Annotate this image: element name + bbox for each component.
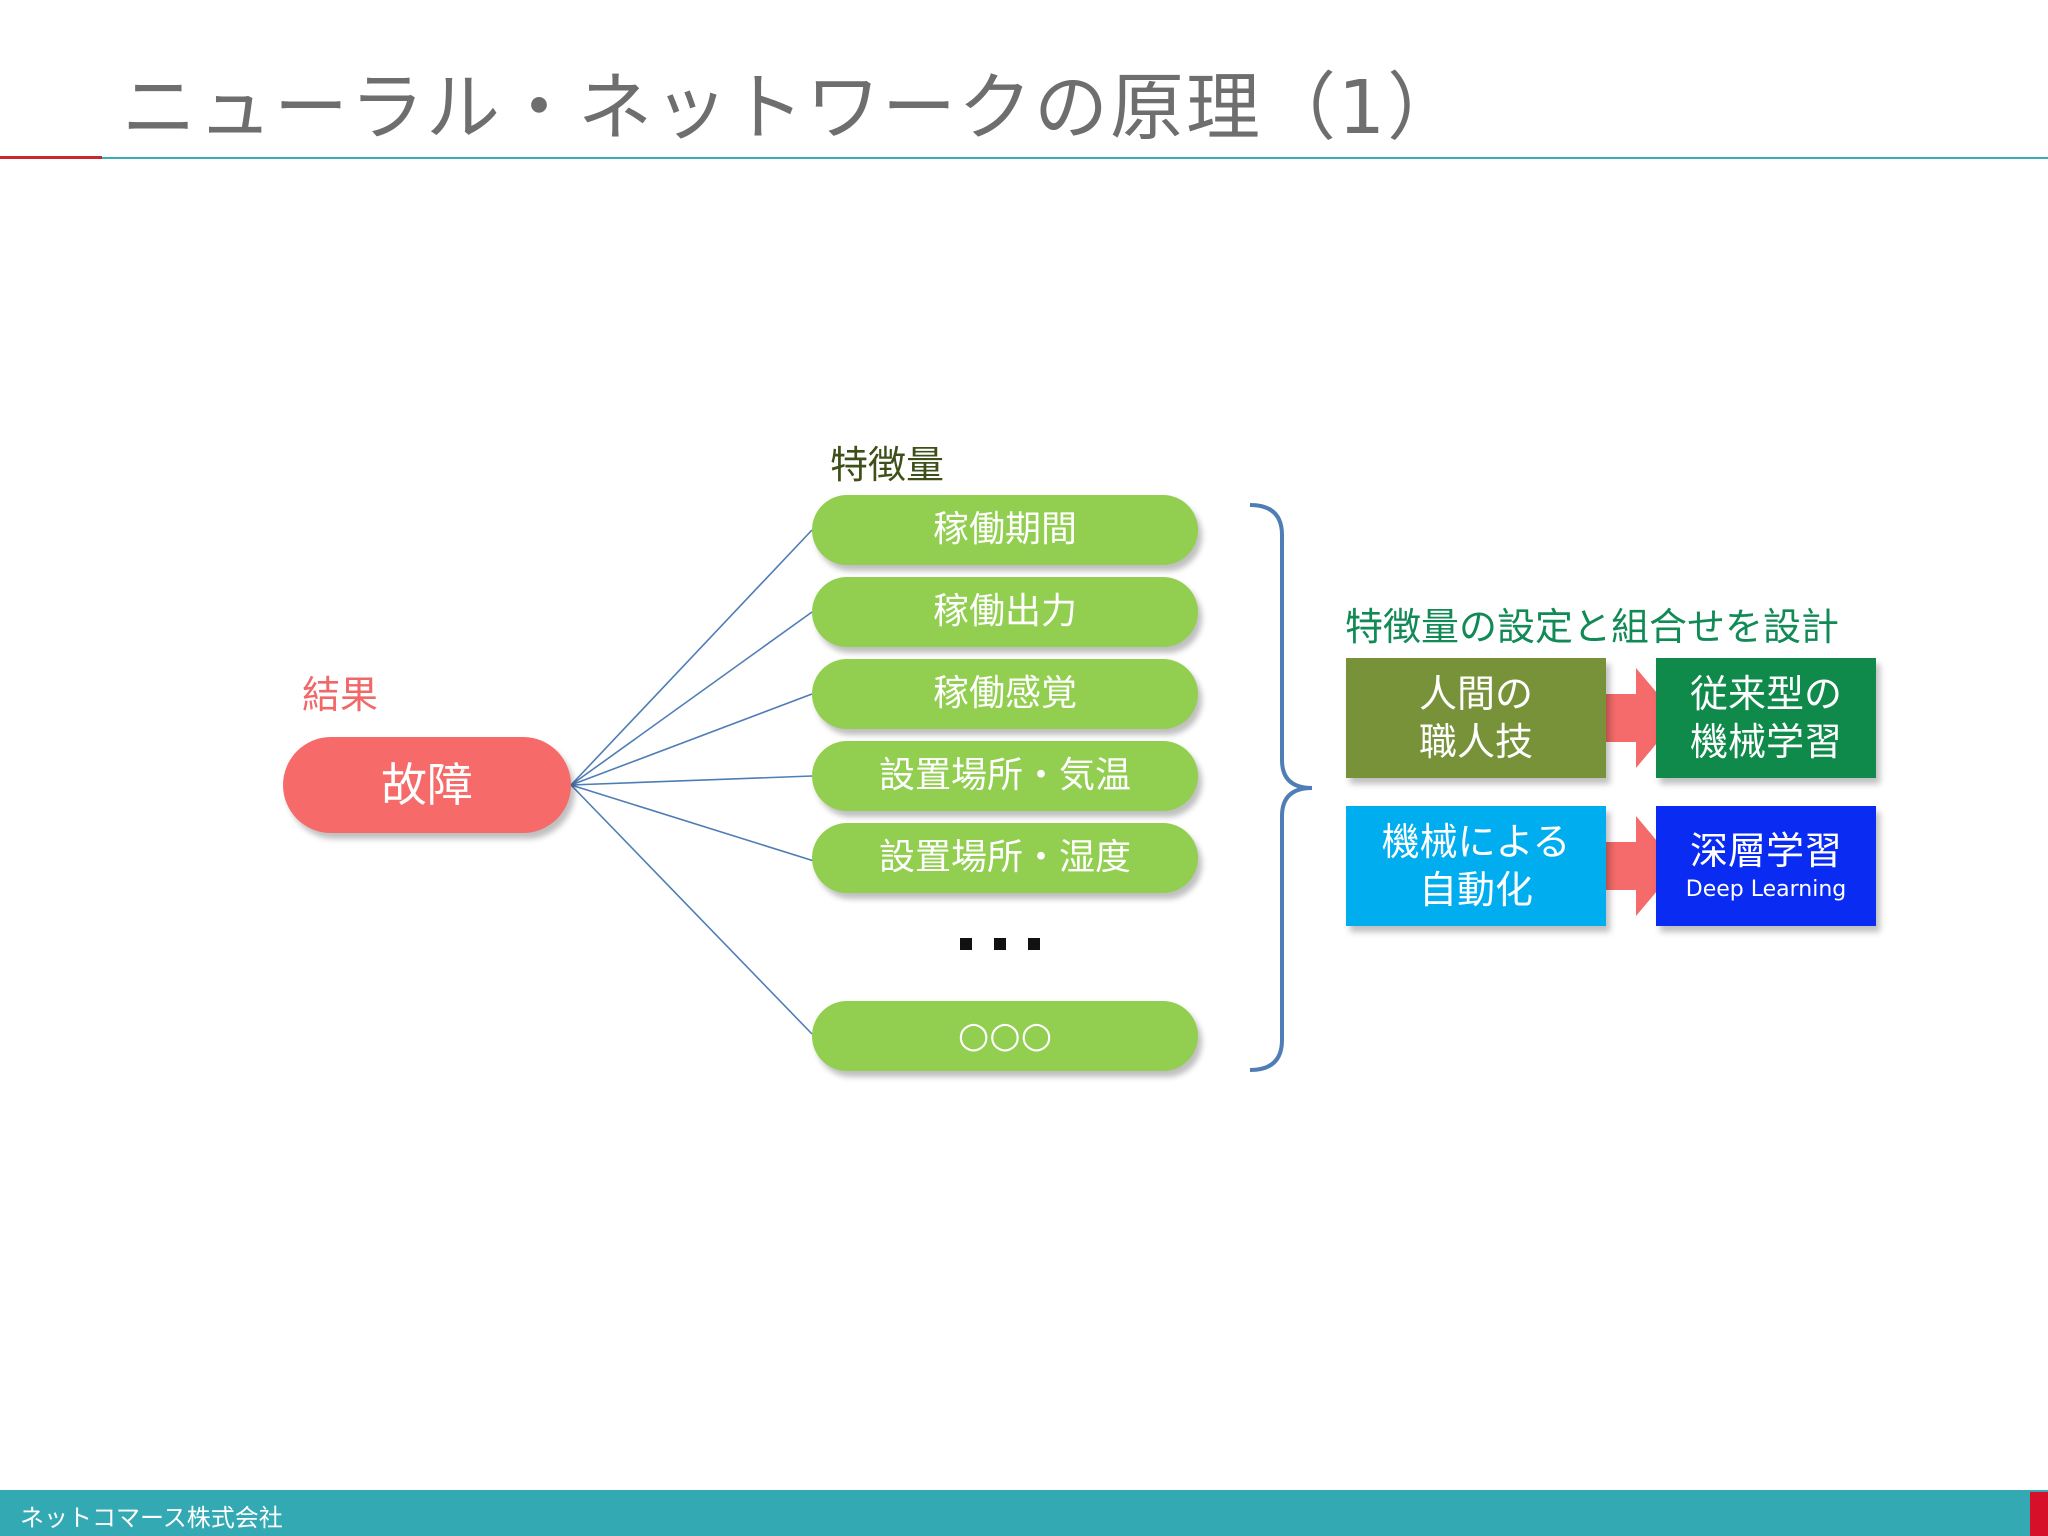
connector-line-4 (570, 775, 813, 786)
machine-automation-box: 機械による 自動化 (1346, 806, 1606, 926)
title-underline (102, 157, 2048, 159)
feature-placeholder: ○○○ (812, 1001, 1198, 1071)
feature-operating-output: 稼働出力 (812, 577, 1198, 647)
conventional-ml-line-2: 機械学習 (1689, 720, 1842, 764)
human-skill-line-1: 人間の (1418, 672, 1533, 716)
conventional-ml-line-1: 従来型の (1689, 672, 1842, 716)
deep-learning-box: 深層学習 Deep Learning (1656, 806, 1876, 926)
deep-learning-subtitle: Deep Learning (1685, 877, 1847, 902)
arrow-human-to-ml (1600, 668, 1678, 768)
footer-company: ネットコマース株式会社 (20, 1504, 283, 1532)
footer-bar: ネットコマース株式会社 (0, 1490, 2048, 1536)
human-skill-box: 人間の 職人技 (1346, 658, 1606, 778)
human-skill-line-2: 職人技 (1418, 720, 1533, 764)
connector-line-3 (570, 693, 813, 786)
connector-line-5 (570, 784, 831, 867)
ellipsis-dots (960, 938, 1040, 950)
feature-operating-interval: 稼働感覚 (812, 659, 1198, 729)
machine-automation-line-1: 機械による (1381, 820, 1571, 864)
result-label: 結果 (302, 673, 379, 717)
conventional-ml-box: 従来型の 機械学習 (1656, 658, 1876, 778)
design-heading: 特徴量の設定と組合せを設計 (1345, 605, 1840, 649)
slide-title: ニューラル・ネットワークの原理（1） (122, 65, 1464, 151)
title-underline-accent (0, 156, 102, 159)
connector-line-1 (570, 529, 813, 786)
footer-accent (2030, 1492, 2048, 1536)
result-fault: 故障 (283, 737, 571, 833)
machine-automation-line-2: 自動化 (1418, 868, 1533, 912)
feature-location-humidity: 設置場所・湿度 (812, 823, 1198, 893)
feature-location-temperature: 設置場所・気温 (812, 741, 1198, 811)
features-label: 特徴量 (830, 443, 945, 487)
deep-learning-title: 深層学習 (1689, 829, 1842, 873)
arrow-auto-to-dl (1600, 816, 1678, 916)
connector-line-6 (570, 784, 813, 1035)
feature-bracket (1249, 503, 1313, 1072)
connector-line-2 (570, 611, 813, 786)
feature-operating-period: 稼働期間 (812, 495, 1198, 565)
